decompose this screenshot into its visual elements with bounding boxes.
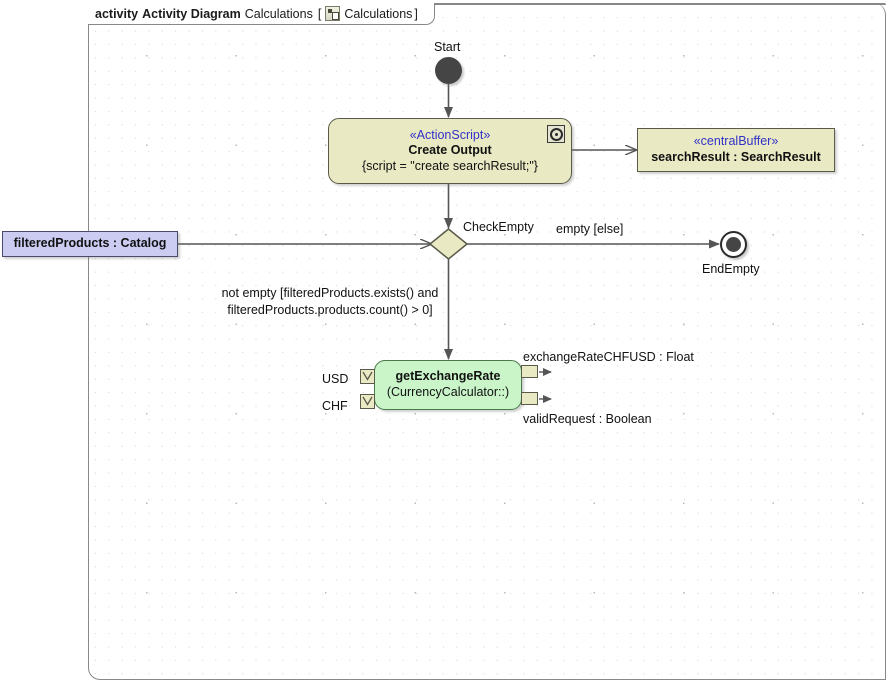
output-pin-exchange-rate-label: exchangeRateCHFUSD : Float: [523, 350, 694, 364]
script-marker-ring: [549, 127, 563, 141]
initial-node-label: Start: [434, 40, 461, 54]
activity-final-node[interactable]: [720, 231, 747, 258]
input-pin-chf-label: CHF: [322, 399, 348, 413]
central-buffer-node[interactable]: «centralBuffer» searchResult : SearchRes…: [637, 128, 835, 172]
activity-final-node-label: EndEmpty: [702, 262, 760, 276]
pin-arrow-down-icon: [362, 371, 373, 381]
action-node-stereotype: «ActionScript»: [409, 127, 491, 142]
central-buffer-stereotype: «centralBuffer»: [693, 134, 779, 149]
frame-diagram-name: Calculations: [244, 6, 313, 21]
diagram-frame: [88, 3, 886, 680]
frame-bracket-open: [: [317, 6, 322, 21]
input-pin-usd-label: USD: [322, 372, 349, 386]
decision-node-label: CheckEmpty: [463, 220, 534, 234]
action-node-create-output[interactable]: «ActionScript» Create Output {script = "…: [328, 118, 572, 184]
frame-bracket-close: ]: [414, 6, 418, 21]
diagram-frame-top-edge: [88, 3, 886, 5]
frame-type-label: Activity Diagram: [142, 6, 241, 21]
pin-arrow-down-icon: [362, 396, 373, 406]
call-behavior-name: getExchangeRate: [395, 369, 501, 384]
activity-diagram-icon: [325, 6, 341, 21]
output-pin-valid-request-label: validRequest : Boolean: [523, 412, 652, 426]
initial-node[interactable]: [435, 57, 462, 84]
diagram-frame-header[interactable]: activity Activity Diagram Calculations […: [88, 3, 435, 25]
script-marker-icon: [547, 125, 565, 143]
action-node-property: {script = "create searchResult;"}: [362, 158, 538, 173]
call-behavior-signature: (CurrencyCalculator::): [386, 385, 510, 399]
action-node-name: Create Output: [408, 143, 492, 158]
frame-keyword: activity: [95, 6, 139, 21]
object-node-name: filteredProducts : Catalog: [13, 236, 167, 251]
output-pin-exchange-rate[interactable]: [521, 365, 538, 378]
edge-guard-not-empty-line2: filteredProducts.products.count() > 0]: [227, 303, 433, 317]
input-pin-usd[interactable]: [360, 369, 375, 384]
input-pin-chf[interactable]: [360, 394, 375, 409]
object-node-filtered-products[interactable]: filteredProducts : Catalog: [2, 231, 178, 257]
edge-guard-not-empty-line1: not empty [filteredProducts.exists() and: [221, 286, 439, 300]
output-pin-valid-request[interactable]: [521, 392, 538, 405]
frame-owner-name: Calculations: [344, 6, 413, 21]
call-behavior-action-get-exchange-rate[interactable]: getExchangeRate (CurrencyCalculator::): [374, 360, 522, 410]
central-buffer-name: searchResult : SearchResult: [651, 150, 821, 164]
edge-guard-empty: empty [else]: [556, 222, 624, 236]
